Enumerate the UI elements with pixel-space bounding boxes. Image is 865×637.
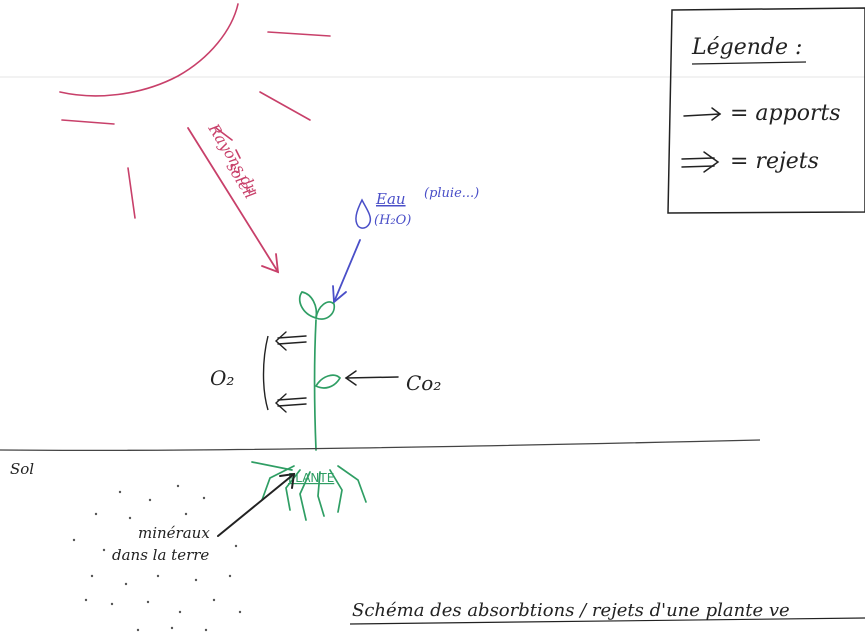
legend-apports-label: = apports bbox=[730, 101, 841, 126]
plant-icon bbox=[251, 291, 367, 521]
sun-ray bbox=[61, 119, 115, 125]
plant-leaf bbox=[315, 301, 336, 320]
sun-arc bbox=[59, 3, 239, 97]
plant-leaf bbox=[298, 291, 318, 320]
sun-ray bbox=[127, 167, 136, 219]
legend-double-arrow-icon bbox=[681, 151, 720, 173]
legend-box: Légende : = apports = rejets bbox=[667, 7, 865, 214]
legend-title: Légende : bbox=[691, 35, 802, 60]
co2-label: Co₂ bbox=[406, 371, 441, 395]
sun-icon bbox=[59, 3, 331, 219]
minerals-label-line2: dans la terre bbox=[112, 546, 209, 564]
sun-ray bbox=[215, 127, 233, 141]
plant-root bbox=[261, 465, 295, 501]
water-arrow bbox=[332, 239, 361, 304]
o2-rejet-arrow bbox=[274, 393, 307, 413]
water-note-label: (pluie...) bbox=[424, 186, 479, 201]
plant-root bbox=[299, 471, 311, 521]
o2-rejet-arrow bbox=[274, 331, 307, 351]
plant-stem bbox=[313, 319, 317, 451]
legend-rejets-label: = rejets bbox=[730, 149, 819, 174]
water-label: Eau bbox=[375, 190, 406, 208]
soil-line bbox=[0, 439, 761, 452]
caption-underline bbox=[349, 617, 865, 625]
legend-single-arrow-icon bbox=[683, 107, 722, 121]
water-formula-label: (H₂O) bbox=[374, 213, 411, 228]
o2-label: O₂ bbox=[210, 366, 234, 390]
plant-root bbox=[251, 461, 293, 471]
mineral-dots bbox=[72, 484, 242, 632]
sun-ray-arrow bbox=[187, 127, 280, 274]
minerals-arrow bbox=[217, 472, 296, 537]
plant-root bbox=[337, 465, 367, 503]
minerals-label-line1: minéraux bbox=[138, 524, 210, 542]
o2-bracket bbox=[262, 335, 269, 411]
co2-apport-arrow bbox=[344, 370, 399, 386]
water-drop-icon bbox=[355, 198, 372, 229]
sun-ray bbox=[235, 149, 241, 159]
plant-root bbox=[317, 471, 325, 517]
plant-label: PLANTE bbox=[288, 471, 334, 485]
sun-ray bbox=[267, 31, 331, 37]
plant-leaf bbox=[314, 374, 342, 389]
plant-root bbox=[285, 469, 301, 511]
sun-ray bbox=[259, 91, 311, 121]
soil-label: Sol bbox=[10, 460, 34, 478]
diagram-caption: Schéma des absorbtions / rejets d'une pl… bbox=[352, 600, 790, 621]
plant-root bbox=[329, 469, 343, 513]
